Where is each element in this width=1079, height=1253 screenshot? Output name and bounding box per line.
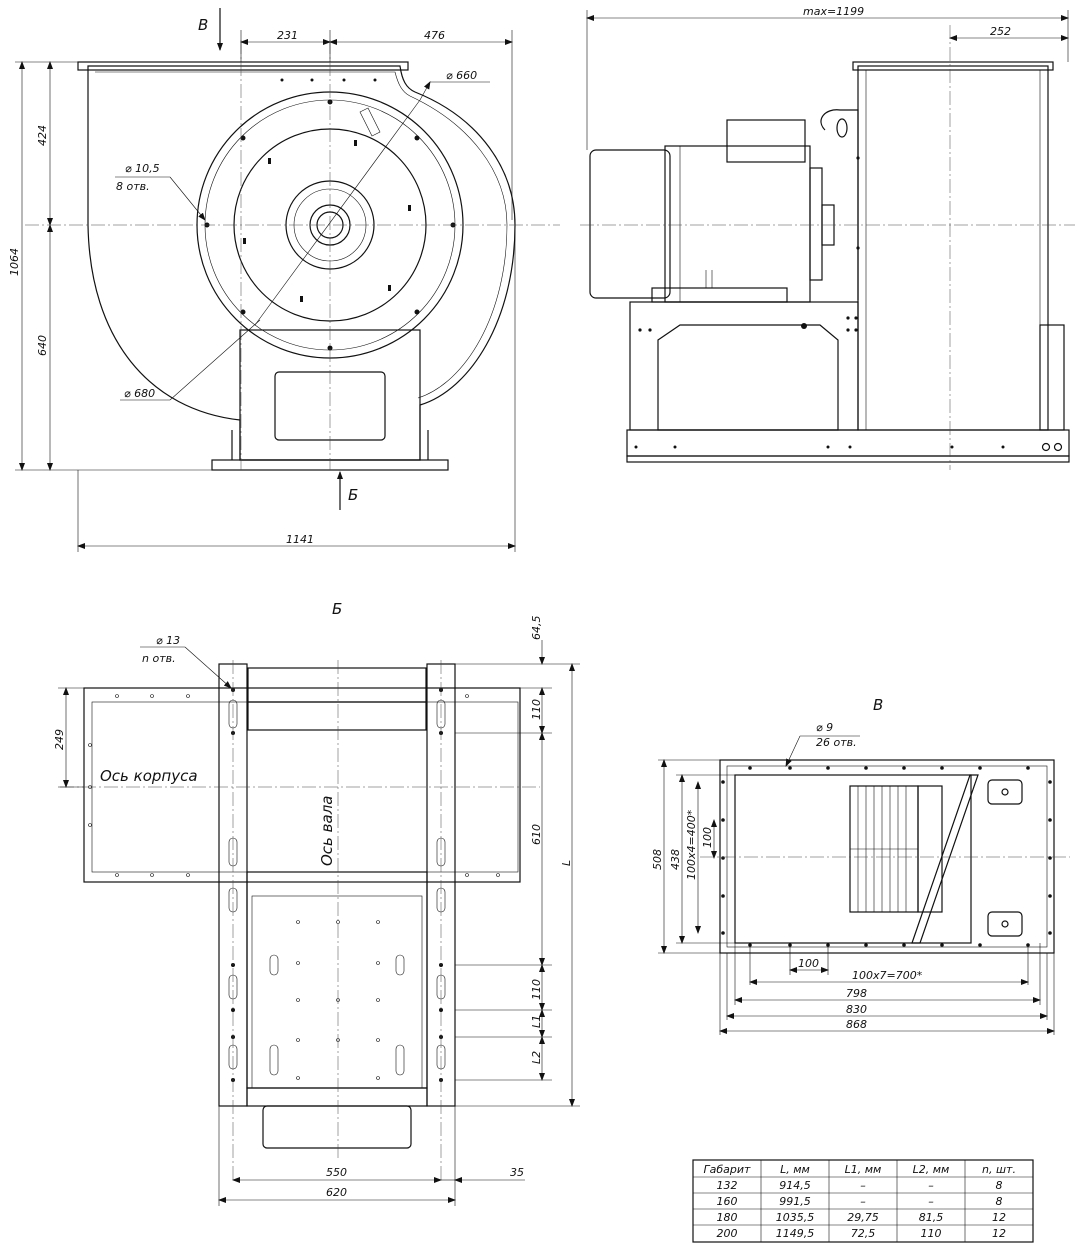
dim-hole-10-5: ⌀ 10,5 — [125, 162, 160, 175]
dim-l: L — [560, 860, 573, 866]
view-v-title: В — [873, 696, 883, 714]
dim-110-top: 110 — [530, 699, 543, 720]
dim-798: 798 — [846, 987, 867, 1000]
table-cell: 132 — [717, 1179, 738, 1192]
dim-110-low: 110 — [530, 979, 543, 1000]
table-cell: – — [860, 1195, 866, 1208]
dim-231: 231 — [277, 29, 298, 42]
dim-100x7: 100х7=700* — [852, 969, 923, 982]
dim-holes-26: 26 отв. — [816, 736, 857, 749]
dim-100-vertical: 100 — [701, 827, 714, 848]
dim-868: 868 — [846, 1018, 867, 1031]
table-cell: 1149,5 — [776, 1227, 815, 1240]
dim-1141: 1141 — [286, 533, 314, 546]
dim-620: 620 — [326, 1186, 347, 1199]
dim-610: 610 — [530, 824, 543, 845]
dim-476: 476 — [424, 29, 445, 42]
axis-label-body: Ось корпуса — [100, 767, 198, 785]
dim-508: 508 — [651, 849, 664, 870]
dim-dia-680: ⌀ 680 — [124, 387, 155, 400]
dim-1064: 1064 — [8, 248, 21, 276]
table-cell: 8 — [996, 1179, 1003, 1192]
view-v: В ⌀ 9 26 отв. 508 438 100х4=400* 100 100… — [651, 696, 1070, 1035]
table-cell: 914,5 — [779, 1179, 811, 1192]
table-cell: 200 — [717, 1227, 738, 1240]
table-cell: 8 — [996, 1195, 1003, 1208]
table-cell: 110 — [921, 1227, 942, 1240]
table-cell: 81,5 — [919, 1211, 944, 1224]
table-cell: – — [928, 1195, 934, 1208]
table-header-n: n, шт. — [982, 1163, 1016, 1176]
axis-label-shaft: Ось вала — [318, 796, 336, 866]
dim-l2: L2 — [530, 1051, 543, 1064]
size-table: Габарит L, мм L1, мм L2, мм n, шт. 132 9… — [692, 1159, 1034, 1243]
dim-holes-8: 8 отв. — [116, 180, 150, 193]
table-cell: 12 — [992, 1211, 1006, 1224]
arrow-label-b: Б — [348, 486, 358, 504]
table-cell: 72,5 — [851, 1227, 876, 1240]
side-view: max=1199 252 — [580, 5, 1075, 470]
dim-438: 438 — [669, 849, 682, 870]
dim-dia-660: ⌀ 660 — [446, 69, 477, 82]
dim-hole-13: ⌀ 13 — [156, 634, 180, 647]
dim-424: 424 — [36, 125, 49, 146]
dim-252: 252 — [990, 25, 1011, 38]
table-cell: 160 — [717, 1195, 738, 1208]
table-header-size: Габарит — [704, 1163, 752, 1176]
view-b: Б ⌀ 13 n отв. 64,5 110 249 Ось корпуса О… — [53, 600, 580, 1206]
table-header-l: L, мм — [780, 1163, 810, 1176]
dim-640: 640 — [36, 335, 49, 356]
table-cell: 991,5 — [779, 1195, 811, 1208]
dim-550: 550 — [326, 1166, 347, 1179]
table-cell: 29,75 — [847, 1211, 879, 1224]
dim-100x4: 100х4=400* — [685, 809, 698, 880]
front-view: В Б 231 476 ⌀ 660 ⌀ 10,5 8 отв. 424 1064… — [8, 8, 560, 552]
view-b-title: Б — [332, 600, 342, 618]
dim-max-1199: max=1199 — [803, 5, 864, 18]
dim-100-horizontal: 100 — [798, 957, 819, 970]
dim-830: 830 — [846, 1003, 867, 1016]
table-cell: 1035,5 — [776, 1211, 815, 1224]
table-header-l1: L1, мм — [845, 1163, 882, 1176]
dim-l1: L1 — [530, 1015, 543, 1028]
arrow-label-v: В — [198, 16, 208, 34]
table-cell: – — [928, 1179, 934, 1192]
dim-35: 35 — [510, 1166, 524, 1179]
table-header-l2: L2, мм — [913, 1163, 950, 1176]
dim-249: 249 — [53, 729, 66, 750]
table-cell: 12 — [992, 1227, 1006, 1240]
table-cell: – — [860, 1179, 866, 1192]
dim-64-5: 64,5 — [530, 616, 543, 641]
table-cell: 180 — [717, 1211, 738, 1224]
dim-holes-n: n отв. — [142, 652, 176, 665]
dim-hole-9: ⌀ 9 — [816, 721, 833, 734]
